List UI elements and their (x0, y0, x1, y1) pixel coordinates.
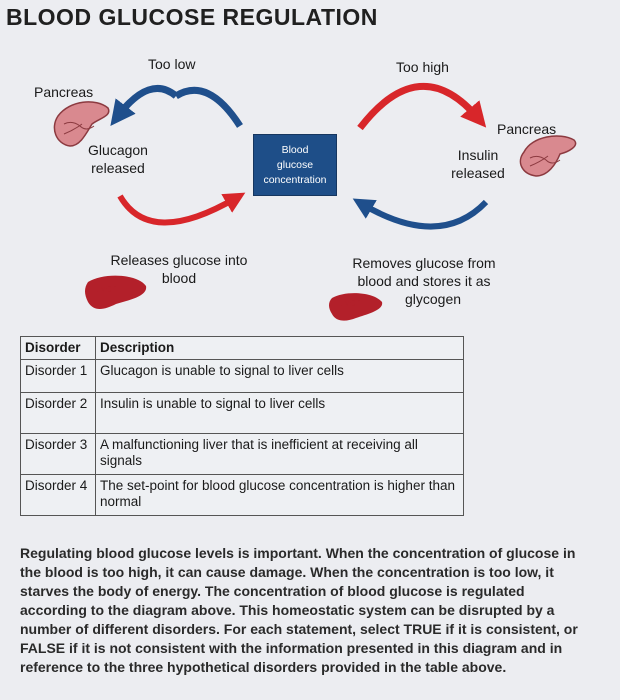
too-low-arrow-left (118, 88, 176, 116)
disorder-table: Disorder Description Disorder 1 Glucagon… (20, 336, 464, 516)
table-row: Disorder 1 Glucagon is unable to signal … (21, 360, 464, 393)
liver-right-label: Liver (336, 297, 360, 309)
pancreas-left-label: Pancreas (34, 83, 93, 101)
description-cell: Insulin is unable to signal to liver cel… (96, 393, 464, 434)
instructions-paragraph: Regulating blood glucose levels is impor… (20, 544, 580, 677)
too-high-label: Too high (396, 58, 449, 76)
pancreas-right-label: Pancreas (497, 120, 556, 138)
disorder-cell: Disorder 3 (21, 434, 96, 475)
liver-left-label: Liver (92, 283, 116, 295)
disorder-cell: Disorder 1 (21, 360, 96, 393)
too-high-arrow (360, 86, 478, 128)
description-cell: A malfunctioning liver that is inefficie… (96, 434, 464, 475)
table-row: Disorder 2 Insulin is unable to signal t… (21, 393, 464, 434)
pancreas-right-icon (520, 136, 575, 176)
description-cell: Glucagon is unable to signal to liver ce… (96, 360, 464, 393)
disorder-cell: Disorder 2 (21, 393, 96, 434)
header-description: Description (96, 337, 464, 360)
description-cell: The set-point for blood glucose concentr… (96, 475, 464, 516)
table-row: Disorder 4 The set-point for blood gluco… (21, 475, 464, 516)
table-row: Disorder 3 A malfunctioning liver that i… (21, 434, 464, 475)
glucagon-return-arrow (120, 196, 236, 223)
insulin-return-arrow (362, 202, 486, 227)
pancreas-left-icon (54, 102, 108, 146)
too-low-label: Too low (148, 55, 195, 73)
disorder-cell: Disorder 4 (21, 475, 96, 516)
too-low-arrow-right (176, 90, 240, 126)
header-disorder: Disorder (21, 337, 96, 360)
table-header-row: Disorder Description (21, 337, 464, 360)
